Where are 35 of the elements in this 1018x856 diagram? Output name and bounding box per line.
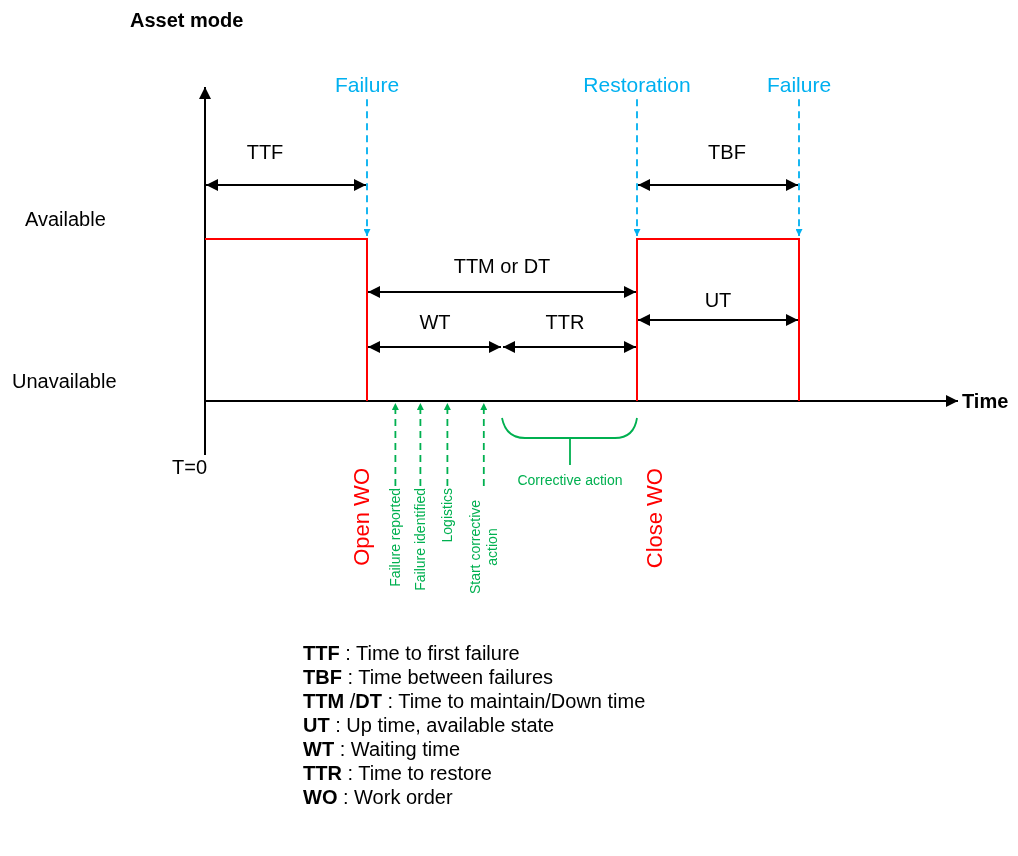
dimension-label: TTM or DT [453, 254, 551, 278]
event-label: Failure identified [412, 488, 429, 591]
axis-title: Time [962, 389, 1009, 413]
event-label: Restoration [583, 72, 691, 98]
dimension-label: WT [419, 310, 451, 334]
event-label: Close WO [642, 468, 668, 569]
state-label: Available [25, 207, 106, 231]
event-label: Logistics [439, 488, 456, 543]
dashed-arrow [416, 402, 424, 487]
dashed-arrow [480, 402, 488, 487]
origin-label: T=0 [172, 455, 208, 479]
definition-text: UT : Up time, available state [303, 713, 555, 737]
dashed-arrow [633, 98, 641, 237]
event-label: Failure [766, 72, 832, 98]
definition-text: TTR : Time to restore [303, 761, 492, 785]
dashed-arrow [795, 98, 803, 237]
dimension-label: TBF [708, 140, 746, 164]
definition-text: WT : Waiting time [303, 737, 461, 761]
event-label: Failure [334, 72, 400, 98]
event-label: Failure reported [387, 488, 404, 587]
bracket-label: Corrective action [517, 472, 623, 489]
dimension-label: UT [704, 288, 732, 312]
dashed-arrow [363, 98, 371, 237]
dashed-arrow [443, 402, 451, 487]
dimension-label: TTF [246, 140, 284, 164]
event-label: Start corrective action [467, 488, 501, 606]
definition-text: TBF : Time between failures [303, 665, 554, 689]
definition-text: WO : Work order [303, 785, 453, 809]
definition-text: TTM /DT : Time to maintain/Down time [303, 689, 646, 713]
event-label: Open WO [349, 468, 375, 566]
definition-text: TTF : Time to first failure [303, 641, 520, 665]
dashed-arrow [391, 402, 399, 487]
axis-title: Asset mode [130, 8, 244, 32]
dimension-label: TTR [545, 310, 585, 334]
state-label: Unavailable [12, 369, 117, 393]
